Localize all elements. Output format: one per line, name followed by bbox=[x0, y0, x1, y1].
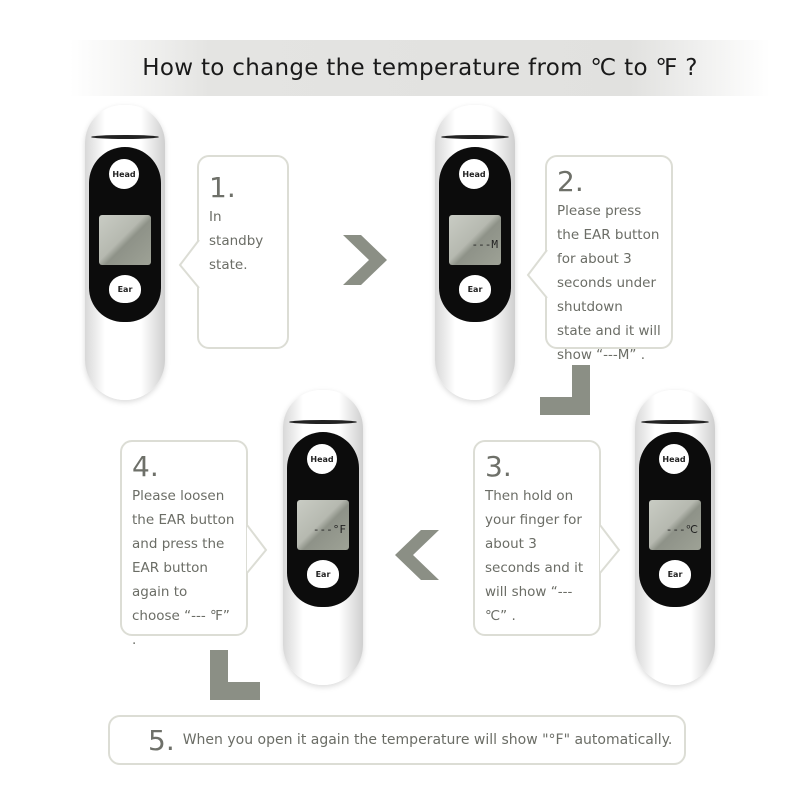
step-number: 3. bbox=[485, 450, 512, 483]
step-text: Please loosen the EAR button and press t… bbox=[132, 488, 235, 648]
step-number: 1. bbox=[209, 171, 236, 204]
step-number: 2. bbox=[557, 165, 584, 198]
bubble-tail bbox=[178, 240, 200, 289]
title-banner: How to change the temperature from ℃ to … bbox=[70, 40, 770, 96]
lcd-display bbox=[99, 215, 151, 265]
ear-button: Ear bbox=[459, 275, 491, 303]
step-3-bubble: 3. Then hold on your finger for about 3 … bbox=[473, 440, 601, 636]
ear-button: Ear bbox=[659, 560, 691, 588]
head-button: Head bbox=[459, 159, 489, 189]
step-5-bubble: 5. When you open it again the temperatur… bbox=[108, 715, 686, 765]
lcd-display: ---°F bbox=[297, 500, 349, 550]
bubble-tail bbox=[246, 525, 268, 574]
step-text: In standby state. bbox=[209, 209, 264, 273]
arrow-down-right-icon bbox=[210, 650, 260, 700]
ear-button: Ear bbox=[109, 275, 141, 303]
step-1-bubble: 1. In standby state. bbox=[197, 155, 289, 349]
head-button: Head bbox=[307, 444, 337, 474]
step-text: When you open it again the temperature w… bbox=[182, 732, 673, 748]
arrow-right-icon bbox=[343, 235, 387, 285]
thermometer-1: Head Ear bbox=[85, 105, 165, 400]
step-text: Please press the EAR button for about 3 … bbox=[557, 203, 661, 363]
head-button: Head bbox=[109, 159, 139, 189]
bubble-tail bbox=[526, 250, 548, 299]
step-number: 4. bbox=[132, 450, 159, 483]
page-title: How to change the temperature from ℃ to … bbox=[142, 55, 698, 81]
step-2-bubble: 2. Please press the EAR button for about… bbox=[545, 155, 673, 363]
lcd-display: ---℃ bbox=[649, 500, 701, 550]
thermometer-3: Head ---℃ Ear bbox=[635, 390, 715, 685]
arrow-left-icon bbox=[395, 530, 439, 580]
step-number: 5. bbox=[148, 723, 175, 757]
thermometer-2: Head ---M Ear bbox=[435, 105, 515, 400]
thermometer-4: Head ---°F Ear bbox=[283, 390, 363, 685]
head-button: Head bbox=[659, 444, 689, 474]
ear-button: Ear bbox=[307, 560, 339, 588]
step-4-bubble: 4. Please loosen the EAR button and pres… bbox=[120, 440, 248, 648]
bubble-tail bbox=[599, 525, 621, 574]
arrow-down-left-icon bbox=[540, 365, 590, 415]
step-text: Then hold on your finger for about 3 sec… bbox=[485, 488, 584, 624]
lcd-display: ---M bbox=[449, 215, 501, 265]
